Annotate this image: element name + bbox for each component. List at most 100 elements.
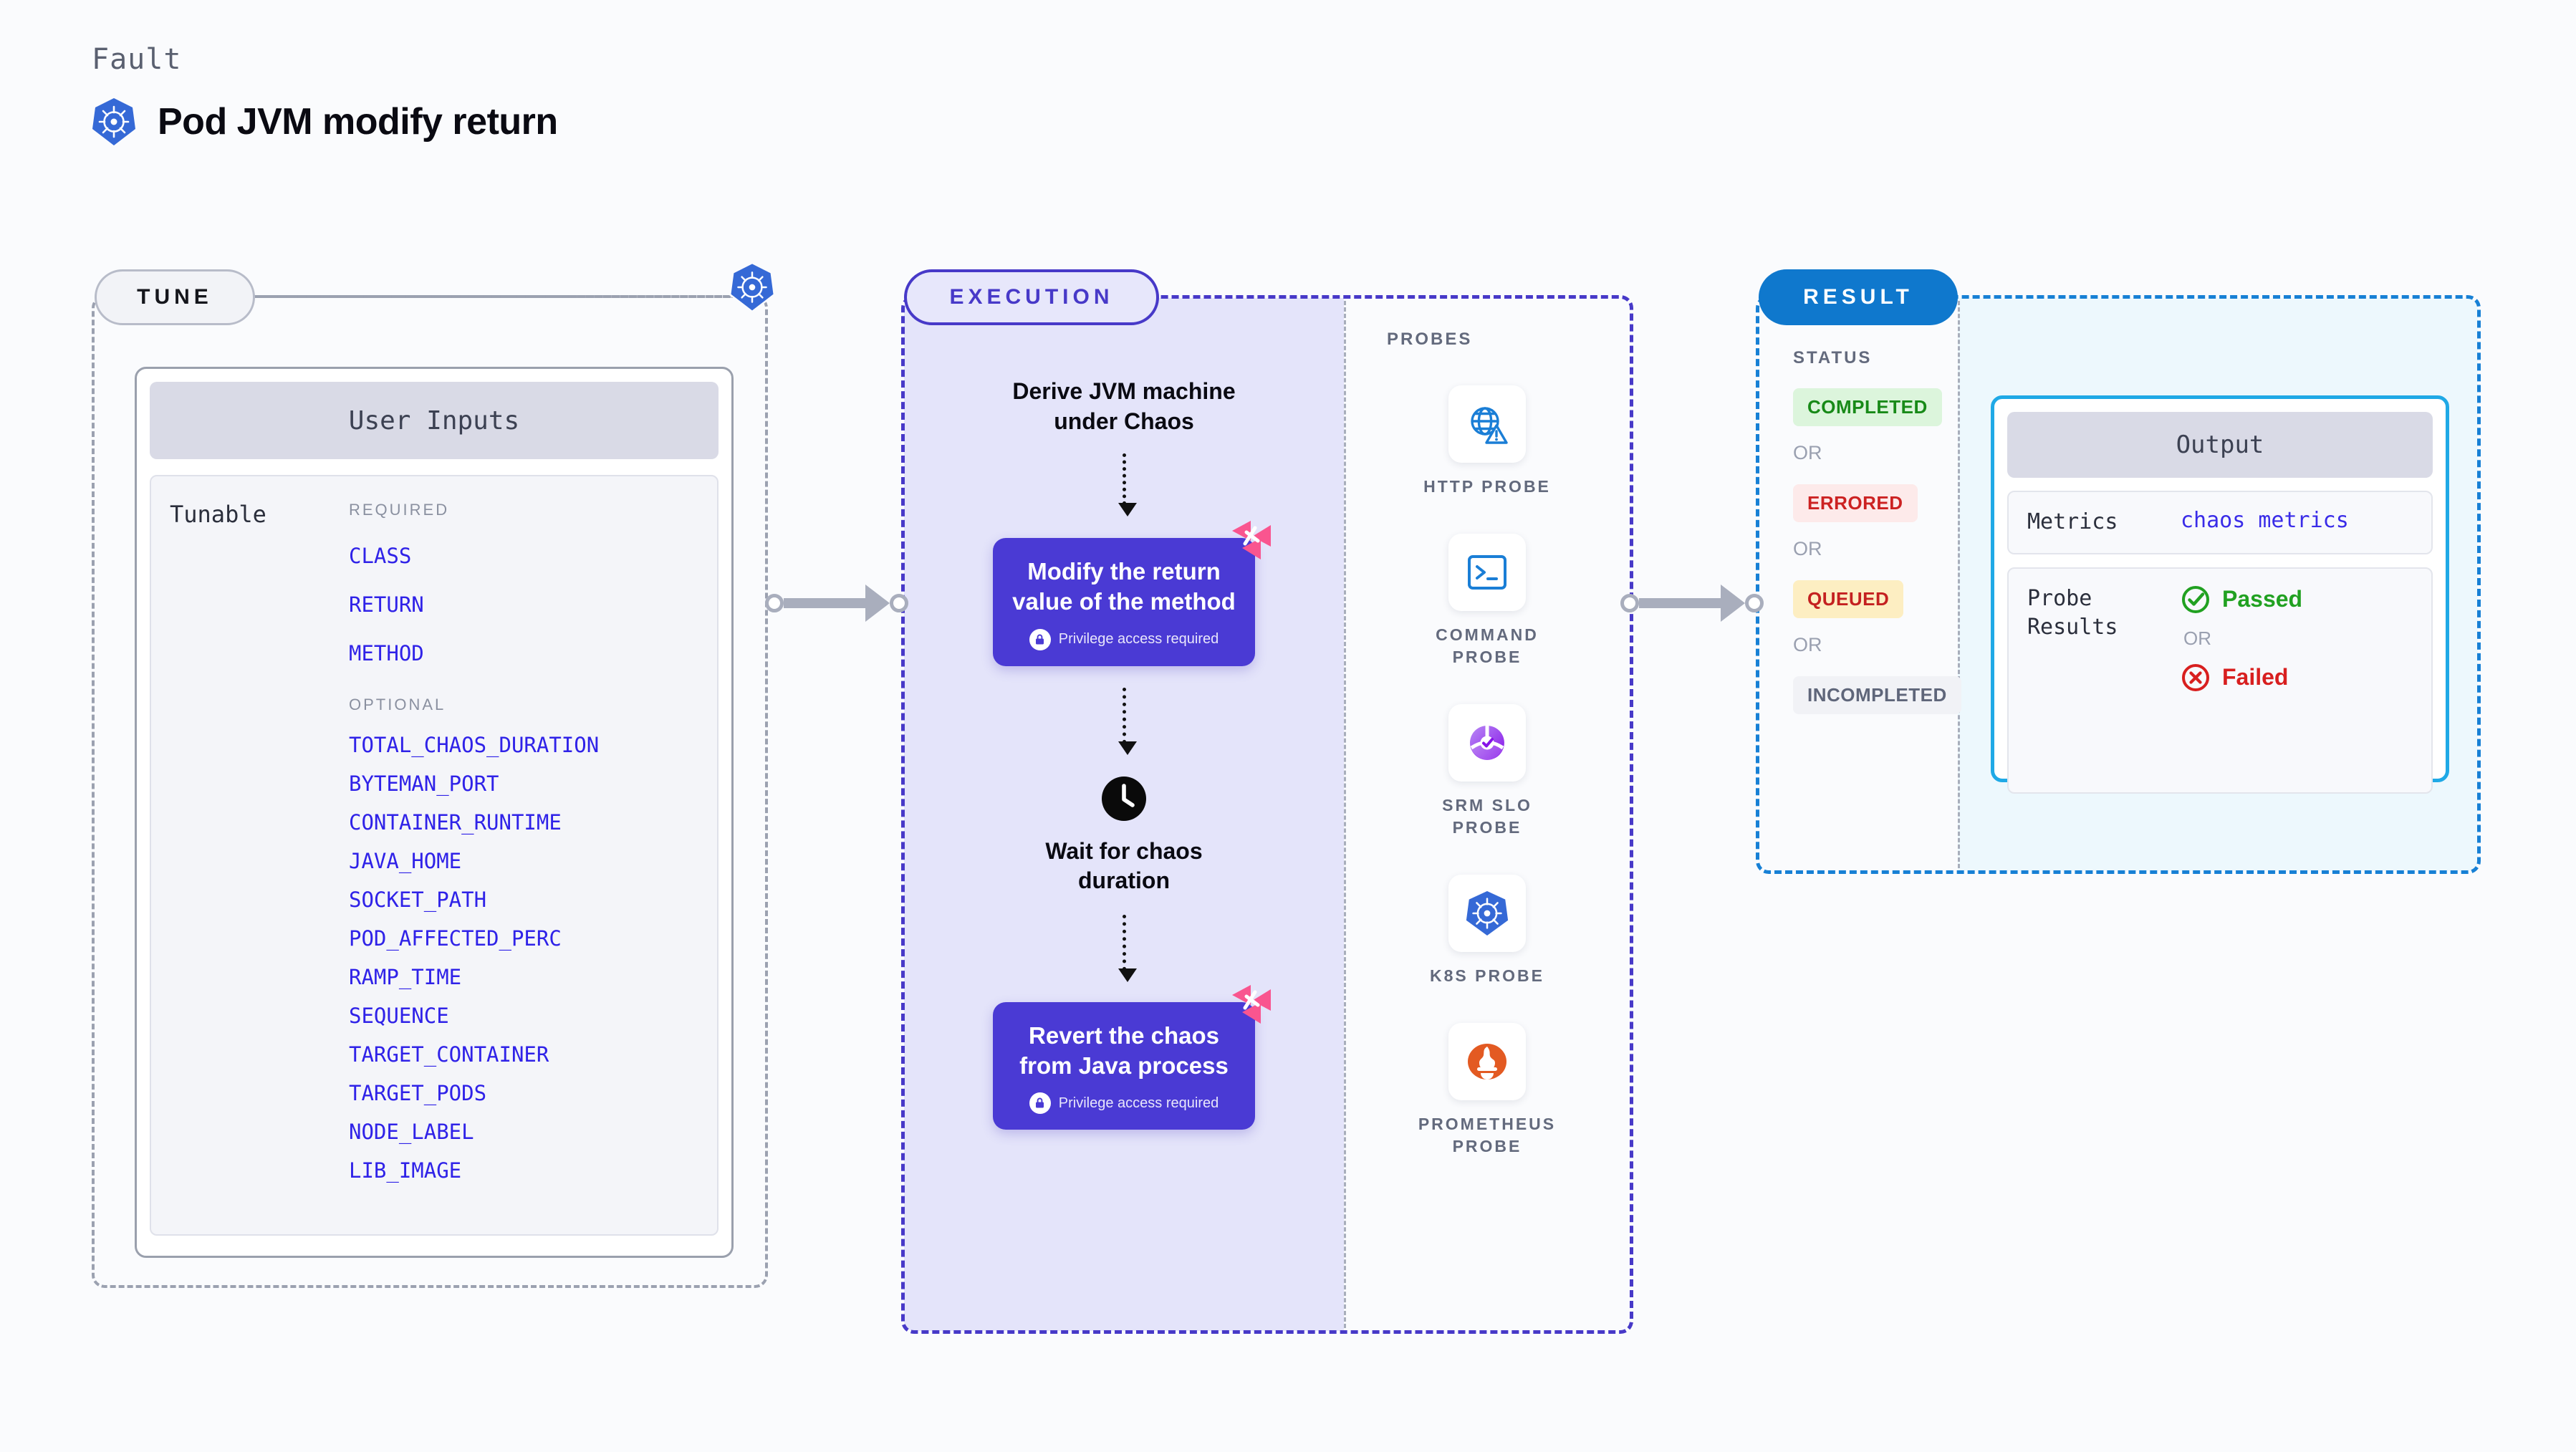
lock-icon bbox=[1029, 1092, 1051, 1115]
user-inputs-body: Tunable REQUIRED CLASS RETURN METHOD OPTIO… bbox=[150, 475, 719, 1236]
stage-pill-tune[interactable]: TUNE bbox=[95, 269, 255, 325]
optional-parameter[interactable]: RAMP_TIME bbox=[349, 965, 462, 989]
fault-kicker: Fault bbox=[92, 43, 182, 76]
required-parameter[interactable]: RETURN bbox=[349, 592, 424, 617]
probe-result-passed: Passed bbox=[2181, 585, 2302, 615]
output-metrics-row: Metrics chaos metrics bbox=[2007, 491, 2433, 554]
probe-k8s-label: K8S PROBE bbox=[1430, 966, 1544, 986]
result-stage-container bbox=[1756, 295, 2481, 874]
optional-parameter[interactable]: JAVA_HOME bbox=[349, 849, 462, 873]
optional-parameter[interactable]: TARGET_CONTAINER bbox=[349, 1042, 549, 1067]
terminal-icon bbox=[1448, 534, 1526, 612]
tune-top-connector bbox=[255, 295, 756, 298]
litmuschaos-icon bbox=[1229, 984, 1274, 1029]
probe-result-failed: Failed bbox=[2181, 663, 2302, 693]
flow-step-revert-card[interactable]: Revert the chaos from Java process Privi… bbox=[993, 984, 1271, 1130]
connector-execution-to-result bbox=[1620, 582, 1764, 625]
tunable-label: Tunable bbox=[170, 501, 266, 528]
connector-arrowhead bbox=[865, 585, 890, 622]
kubernetes-icon bbox=[729, 262, 775, 312]
status-badge: INCOMPLETED bbox=[1793, 676, 1961, 714]
optional-parameter[interactable]: CONTAINER_RUNTIME bbox=[349, 810, 562, 835]
status-column: STATUS COMPLETED OR ERRORED OR QUEUED OR INCOM… bbox=[1759, 298, 1961, 714]
kubernetes-icon bbox=[1448, 875, 1526, 953]
optional-group-label: OPTIONAL bbox=[349, 696, 446, 713]
optional-parameter[interactable]: POD_AFFECTED_PERC bbox=[349, 926, 562, 951]
output-card: Output Metrics chaos metrics Probe Resul… bbox=[1991, 395, 2449, 794]
probe-result-failed-label: Failed bbox=[2222, 664, 2289, 690]
status-badge: ERRORED bbox=[1793, 484, 1918, 522]
output-probe-results-row: Probe Results Passed OR Failed bbox=[2007, 567, 2433, 794]
probe-prometheus-label: PROMETHEUS PROBE bbox=[1418, 1115, 1557, 1156]
probe-srm-slo[interactable]: SRM SLO PROBE bbox=[1344, 704, 1630, 839]
page-title: Pod JVM modify return bbox=[158, 101, 558, 143]
required-parameter[interactable]: CLASS bbox=[349, 544, 412, 568]
status-or-separator: OR bbox=[1793, 538, 1822, 559]
output-metrics-value[interactable]: chaos metrics bbox=[2181, 508, 2349, 533]
optional-parameter[interactable]: NODE_LABEL bbox=[349, 1120, 474, 1144]
probe-command-label: COMMAND PROBE bbox=[1436, 625, 1539, 667]
title-row: Pod JVM modify return bbox=[92, 97, 558, 146]
check-circle-icon bbox=[2182, 585, 2209, 613]
connector-line bbox=[784, 598, 867, 608]
optional-parameter[interactable]: TARGET_PODS bbox=[349, 1081, 487, 1105]
connector-arrowhead bbox=[1721, 585, 1745, 622]
probe-http-label: HTTP PROBE bbox=[1423, 477, 1551, 496]
output-metrics-key: Metrics bbox=[2027, 509, 2118, 534]
status-or-separator: OR bbox=[1793, 442, 1822, 463]
connector-start-dot bbox=[765, 594, 784, 612]
connector-tune-to-execution bbox=[765, 582, 908, 625]
probes-section-label: PROBES bbox=[1387, 330, 1473, 349]
connector-line bbox=[1639, 598, 1722, 608]
flow-arrow-2 bbox=[1118, 687, 1137, 755]
flow-step-modify-privilege-text: Privilege access required bbox=[1058, 631, 1219, 648]
flow-arrow-3 bbox=[1118, 914, 1137, 982]
probe-http[interactable]: HTTP PROBE bbox=[1344, 385, 1630, 498]
status-badge: COMPLETED bbox=[1793, 388, 1942, 426]
parameters-column: REQUIRED CLASS RETURN METHOD OPTIONAL TOTA… bbox=[349, 501, 698, 1220]
flow-step-wait: Wait for chaos duration bbox=[904, 776, 1344, 896]
lock-icon bbox=[1029, 628, 1051, 650]
page-header: Fault Pod JVM modify return bbox=[92, 43, 558, 146]
stage-pill-execution[interactable]: EXECUTION bbox=[904, 269, 1159, 325]
probe-srm-slo-label: SRM SLO PROBE bbox=[1442, 796, 1532, 837]
required-parameter[interactable]: METHOD bbox=[349, 641, 424, 665]
probe-command[interactable]: COMMAND PROBE bbox=[1344, 534, 1630, 668]
optional-parameter[interactable]: SEQUENCE bbox=[349, 1004, 449, 1028]
flow-step-modify-privilege: Privilege access required bbox=[1010, 628, 1238, 650]
optional-parameter[interactable]: TOTAL_CHAOS_DURATION bbox=[349, 733, 600, 757]
flow-step-derive-title: Derive JVM machine under Chaos bbox=[1012, 378, 1236, 434]
status-badge: QUEUED bbox=[1793, 580, 1904, 618]
flow-step-wait-title: Wait for chaos duration bbox=[1045, 837, 1203, 894]
probe-k8s[interactable]: K8S PROBE bbox=[1344, 875, 1630, 987]
flow-step-modify-card[interactable]: Modify the return value of the method Pr… bbox=[993, 521, 1271, 666]
optional-parameter-list: TOTAL_CHAOS_DURATION BYTEMAN_PORT CONTAINE… bbox=[349, 733, 698, 1183]
srm-slo-gauge-icon bbox=[1448, 704, 1526, 782]
output-probe-results-key: Probe Results bbox=[2027, 585, 2118, 640]
optional-parameter[interactable]: LIB_IMAGE bbox=[349, 1158, 462, 1183]
connector-end-dot bbox=[1745, 594, 1764, 612]
probe-result-or: OR bbox=[2183, 627, 2211, 649]
probes-divider bbox=[1344, 301, 1346, 1328]
flow-arrow-1 bbox=[1118, 453, 1137, 517]
flow-step-modify-title: Modify the return value of the method bbox=[1012, 558, 1236, 615]
execution-flow: Derive JVM machine under Chaos Modify th… bbox=[904, 298, 1344, 1130]
stage-pill-result[interactable]: RESULT bbox=[1759, 269, 1958, 325]
required-group-label: REQUIRED bbox=[349, 501, 450, 519]
probe-prometheus[interactable]: PROMETHEUS PROBE bbox=[1344, 1023, 1630, 1158]
globe-warning-icon bbox=[1448, 385, 1526, 463]
connector-start-dot bbox=[1620, 594, 1639, 612]
prometheus-icon bbox=[1448, 1023, 1526, 1101]
output-probe-results-values: Passed OR Failed bbox=[2181, 585, 2302, 693]
optional-parameter[interactable]: BYTEMAN_PORT bbox=[349, 771, 499, 796]
execution-stage-container bbox=[901, 295, 1633, 1334]
result-divider bbox=[1958, 301, 1960, 868]
status-badge-list: COMPLETED OR ERRORED OR QUEUED OR INCOMPLETED bbox=[1759, 368, 1961, 714]
user-inputs-title: User Inputs bbox=[150, 382, 719, 459]
probes-column: PROBES HTTP PROBE bbox=[1344, 298, 1630, 1331]
flow-step-revert-privilege: Privilege access required bbox=[1010, 1092, 1238, 1115]
optional-parameter[interactable]: SOCKET_PATH bbox=[349, 888, 487, 912]
user-inputs-card: User Inputs Tunable REQUIRED CLASS RETURN… bbox=[135, 367, 734, 1258]
status-section-label: STATUS bbox=[1793, 348, 1873, 367]
status-or-separator: OR bbox=[1793, 634, 1822, 655]
